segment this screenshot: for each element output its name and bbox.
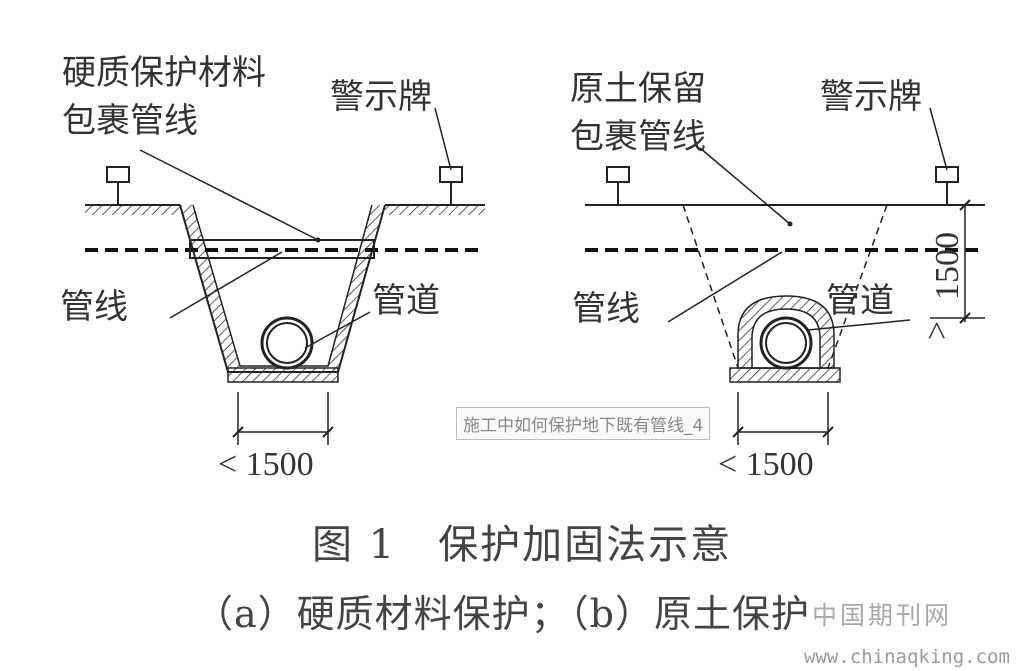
label-soil-line2-b: 包裹管线 (570, 117, 706, 157)
leader-cable-b (667, 251, 783, 323)
label-soil-line1-b: 原土保留 (570, 69, 706, 109)
panel-b: 1500 > 原土保留 包裹管线 警示牌 管线 管道 < 1500 (570, 69, 985, 483)
warning-sign-left-b (606, 166, 630, 205)
label-cable-a: 管线 (60, 287, 128, 327)
watermark-site-name: 中国期刊网 (812, 601, 953, 630)
dimension-width-a (232, 392, 334, 445)
ground-surface-left-a (85, 204, 180, 215)
excavation-outline-left-b (682, 204, 739, 369)
leader-protect-a (139, 149, 319, 241)
leader-cable-a (169, 251, 283, 319)
excavation-outline-right-b (827, 204, 888, 369)
leader-soil-b (699, 147, 791, 225)
leader-dot-protect-a (315, 237, 321, 243)
label-pipe-a: 管道 (372, 281, 440, 321)
figure-title: 图 1 保护加固法示意 (312, 522, 733, 568)
pipe-a (260, 316, 314, 370)
trench-bedding-a (227, 367, 339, 383)
dim-depth-label-b: 1500 (929, 232, 966, 300)
label-pipe-b: 管道 (826, 281, 894, 321)
dim-width-label-b: < 1500 (718, 446, 814, 483)
warning-sign-left-a (106, 166, 130, 205)
pipe-b (759, 316, 813, 370)
watermark-title-box: 施工中如何保护地下既有管线_4 (456, 407, 711, 440)
leader-sign-a (434, 107, 452, 171)
dimension-depth-b (930, 199, 985, 324)
label-sign-b: 警示牌 (820, 77, 922, 117)
leader-dot-soil-b (787, 221, 793, 227)
dimension-width-b (732, 392, 834, 445)
panel-a: 硬质保护材料 包裹管线 警示牌 管线 管道 < 1500 (60, 53, 485, 483)
trench-bedding-b (729, 367, 841, 383)
label-cable-b: 管线 (572, 289, 640, 329)
label-sign-a: 警示牌 (330, 77, 432, 117)
leader-sign-b (929, 107, 948, 171)
leader-pipe-b (807, 319, 911, 331)
ground-surface-right-a (385, 204, 485, 215)
label-protect-line1-a: 硬质保护材料 (62, 53, 266, 93)
trench-wall-right-a (328, 205, 385, 372)
hard-protection-casing (189, 239, 375, 259)
label-protect-line2-a: 包裹管线 (62, 101, 198, 141)
dim-width-label-a: < 1500 (218, 446, 314, 483)
trench-wall-left-a (180, 205, 240, 372)
warning-sign-right-b (935, 166, 959, 205)
figure-subtitle: （a）硬质材料保护；（b）原土保护 (195, 592, 810, 636)
watermark-site-url: www.chinaqking.com (804, 646, 1010, 668)
leader-pipe-a (304, 311, 371, 349)
warning-sign-right-a (439, 166, 463, 205)
dim-depth-mark-b: > (919, 321, 956, 340)
